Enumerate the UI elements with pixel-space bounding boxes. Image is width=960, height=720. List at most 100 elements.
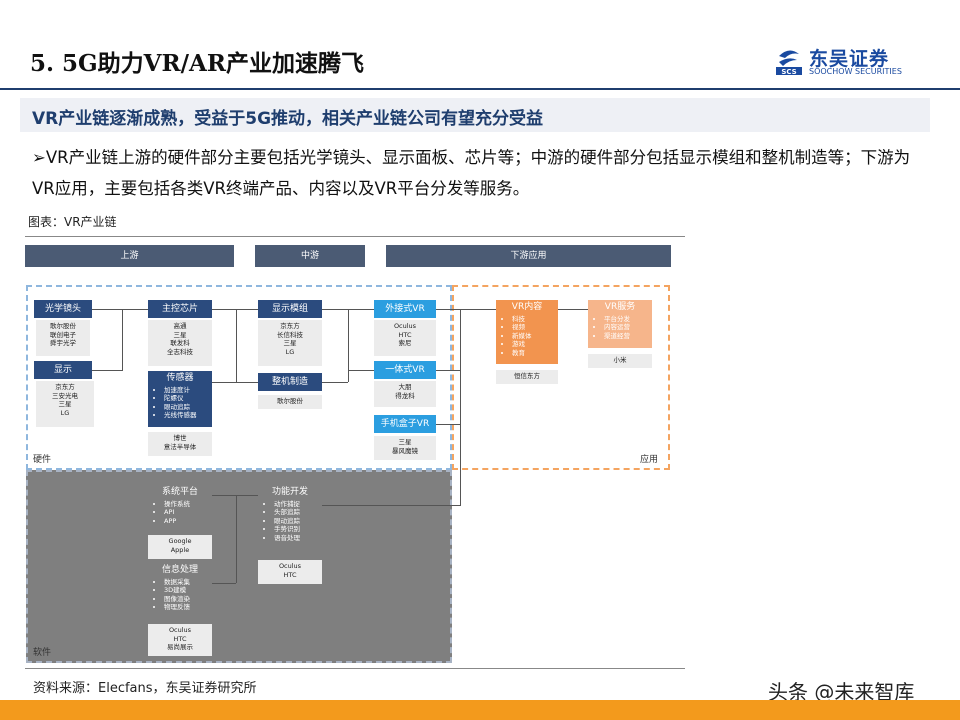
information-processing-box: 信息处理 数据采集 3D建模 图像渲染 物理反馈 — [148, 563, 212, 619]
company-name: 三星 — [58, 400, 72, 408]
company-name: 京东方 — [280, 322, 300, 330]
company-name: 易尚展示 — [167, 643, 193, 651]
sensor-companies: 博世 意法半导体 — [148, 432, 212, 456]
connector-line — [92, 370, 122, 371]
system-platform-box: 系统平台 操作系统 API APP — [148, 485, 212, 531]
company-name: 歌尔股份 — [277, 397, 303, 405]
company-name: Oculus — [278, 562, 302, 570]
hardware-region-label: 硬件 — [33, 455, 52, 465]
function-item: 手势识别 — [274, 525, 316, 534]
connector-line — [460, 424, 461, 506]
sensor-title: 传感器 — [166, 373, 194, 383]
title-divider — [0, 88, 960, 90]
connector-line — [322, 382, 348, 383]
figure-top-rule — [25, 236, 685, 237]
function-item: 语音处理 — [274, 534, 316, 543]
vr-content-item: 教育 — [512, 349, 552, 358]
application-region — [452, 285, 670, 470]
vr-content-title: VR内容 — [511, 302, 543, 312]
function-development-title: 功能开发 — [271, 487, 308, 497]
system-platform-companies: Google Apple — [148, 535, 212, 559]
company-name: 舜宇光学 — [50, 339, 76, 347]
stage-midstream: 中游 — [255, 245, 365, 267]
processing-item: 图像渲染 — [164, 595, 206, 604]
company-name: 索尼 — [398, 339, 412, 347]
company-name: 博世 — [173, 434, 187, 442]
company-name: HTC — [283, 570, 297, 579]
display-module-companies: 京东方 长信科技 三星 LG — [258, 320, 322, 366]
function-development-companies: Oculus HTC — [258, 560, 322, 584]
platform-item: 操作系统 — [164, 500, 206, 509]
display-box: 显示 — [34, 361, 92, 379]
display-module-box: 显示模组 — [258, 300, 322, 318]
sensor-item: 眼动追踪 — [164, 403, 206, 412]
vr-service-item: 内容运营 — [604, 323, 646, 332]
company-name: 歌尔股份 — [50, 322, 76, 330]
sensor-item: 光线传感器 — [164, 411, 206, 420]
company-name: 三星 — [173, 330, 187, 339]
platform-item: API — [164, 508, 206, 517]
function-item: 眼动追踪 — [274, 517, 316, 526]
hardware-region — [26, 285, 452, 470]
connector-line — [212, 309, 258, 310]
connector-line — [122, 309, 123, 371]
software-region — [26, 470, 452, 663]
stage-upstream: 上游 — [25, 245, 234, 267]
company-name: 得龙科 — [395, 391, 415, 400]
connector-line — [348, 370, 374, 371]
company-name: HTC — [173, 634, 187, 643]
all-in-one-vr-box: 一体式VR — [374, 361, 436, 379]
figure-bottom-rule — [25, 668, 685, 669]
connector-line — [348, 309, 349, 382]
vr-content-item: 科技 — [512, 315, 552, 324]
company-name: LG — [285, 347, 295, 356]
page-title: 5. 5G助力VR/AR产业加速腾飞 — [30, 50, 364, 77]
logo-subtitle: SOOCHOW SECURITIES — [809, 67, 902, 76]
system-platform-title: 系统平台 — [161, 487, 198, 497]
main-chip-companies: 高通 三星 联发科 全志科技 — [148, 320, 212, 366]
processing-item: 数据采集 — [164, 578, 206, 587]
phone-box-vr-companies: 三星 暴风魔镜 — [374, 436, 436, 460]
connector-line — [322, 505, 460, 506]
company-name: 三星 — [283, 339, 297, 347]
application-region-label: 应用 — [640, 455, 659, 465]
vr-service-companies: 小米 — [588, 354, 652, 368]
function-item: 头部追踪 — [274, 508, 316, 517]
information-processing-companies: Oculus HTC 易尚展示 — [148, 624, 212, 656]
company-name: 全志科技 — [167, 347, 193, 356]
company-name: 联发科 — [170, 339, 190, 347]
information-processing-title: 信息处理 — [161, 565, 198, 575]
company-name: 京东方 — [55, 383, 75, 391]
bottom-accent-bar — [0, 700, 960, 720]
company-name: Google — [168, 537, 192, 545]
connector-line — [436, 424, 460, 425]
sensor-box: 传感器 加速度计 陀螺仪 眼动追踪 光线传感器 — [148, 371, 212, 427]
vr-content-item: 视频 — [512, 323, 552, 332]
company-logo: SCS 东吴证券 SOOCHOW SECURITIES — [775, 44, 935, 78]
vr-content-companies: 恒信东方 — [496, 370, 558, 384]
display-companies: 京东方 三安光电 三星 LG — [36, 381, 94, 427]
vr-content-box: VR内容 科技 视频 新媒体 游戏 教育 — [496, 300, 558, 364]
connector-line — [436, 370, 460, 371]
vr-service-item: 渠道经营 — [604, 332, 646, 341]
connector-line — [460, 309, 461, 424]
vr-service-item: 平台分发 — [604, 315, 646, 324]
stage-downstream: 下游应用 — [386, 245, 671, 267]
all-in-one-vr-companies: 大朋 得龙科 — [374, 381, 436, 407]
company-name: 意法半导体 — [163, 442, 197, 451]
connector-line — [236, 495, 237, 583]
assembly-companies: 歌尔股份 — [258, 395, 322, 409]
figure-caption: 图表：VR产业链 — [28, 215, 117, 229]
connector-line — [236, 309, 237, 382]
company-name: 暴风魔镜 — [392, 446, 418, 455]
summary-banner-text: VR产业链逐渐成熟，受益于5G推动，相关产业链公司有望充分受益 — [32, 109, 544, 129]
source-note: 资料来源：Elecfans，东吴证券研究所 — [33, 681, 257, 696]
function-item: 动作捕捉 — [274, 500, 316, 509]
connector-line — [436, 309, 496, 310]
company-name: 大朋 — [398, 383, 412, 391]
sensor-item: 加速度计 — [164, 386, 206, 395]
logo-mark-icon: SCS — [776, 50, 802, 76]
platform-item: APP — [164, 517, 206, 526]
company-name: Oculus — [168, 626, 192, 634]
processing-item: 3D建模 — [164, 586, 206, 595]
